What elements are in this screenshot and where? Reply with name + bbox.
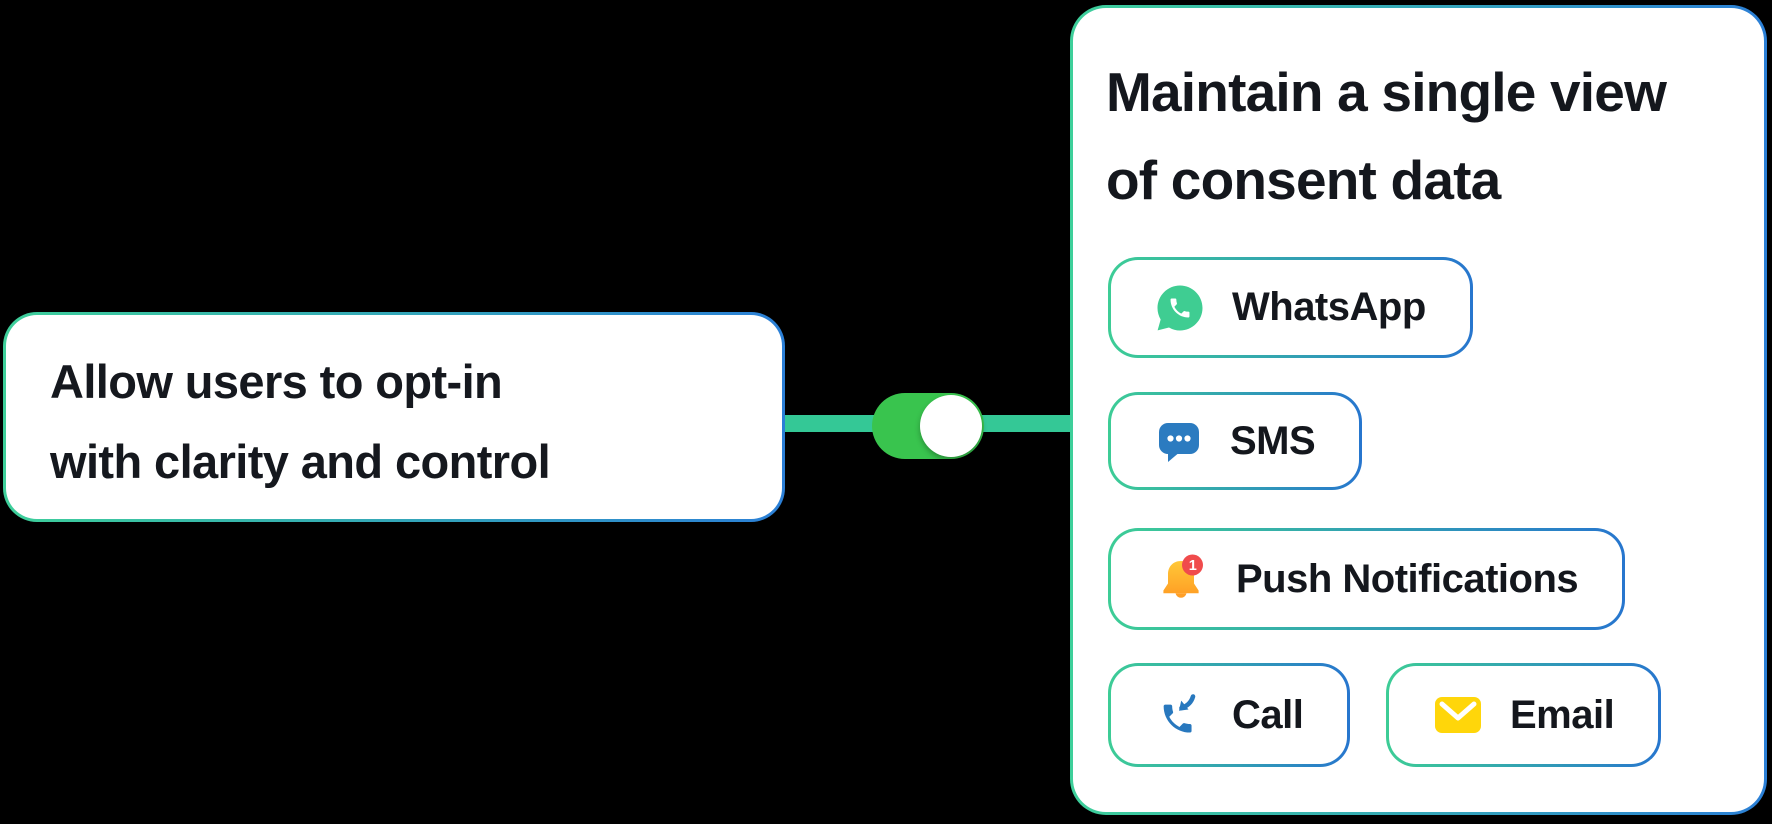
sms-icon xyxy=(1155,417,1203,465)
channel-label: WhatsApp xyxy=(1232,285,1426,329)
opt-in-card-text: Allow users to opt-in with clarity and c… xyxy=(6,315,782,502)
push-notifications-icon: 1 xyxy=(1155,552,1209,606)
consent-data-card: Maintain a single view of consent data W… xyxy=(1070,5,1767,815)
consent-toggle[interactable] xyxy=(872,393,984,459)
channel-pill-call[interactable]: Call xyxy=(1108,663,1350,767)
notification-badge-count: 1 xyxy=(1189,558,1197,574)
consent-card-heading: Maintain a single view of consent data xyxy=(1073,8,1764,224)
channel-pill-sms[interactable]: SMS xyxy=(1108,392,1362,490)
opt-in-card: Allow users to opt-in with clarity and c… xyxy=(3,312,785,522)
email-icon xyxy=(1433,695,1483,735)
channel-label: Email xyxy=(1510,692,1615,737)
channel-pill-whatsapp[interactable]: WhatsApp xyxy=(1108,257,1473,358)
channel-label: SMS xyxy=(1230,418,1316,463)
heading-line-1: Maintain a single view xyxy=(1106,61,1667,123)
channel-pill-email[interactable]: Email xyxy=(1386,663,1661,767)
channel-label: Call xyxy=(1232,692,1304,737)
channel-label: Push Notifications xyxy=(1236,556,1579,601)
heading-line-2: of consent data xyxy=(1106,149,1501,211)
channel-pill-push-notifications[interactable]: 1 Push Notifications xyxy=(1108,528,1625,630)
opt-in-line-1: Allow users to opt-in xyxy=(50,355,503,408)
call-icon xyxy=(1155,690,1205,740)
toggle-knob[interactable] xyxy=(920,395,982,457)
opt-in-line-2: with clarity and control xyxy=(50,435,551,488)
whatsapp-icon xyxy=(1155,283,1205,333)
